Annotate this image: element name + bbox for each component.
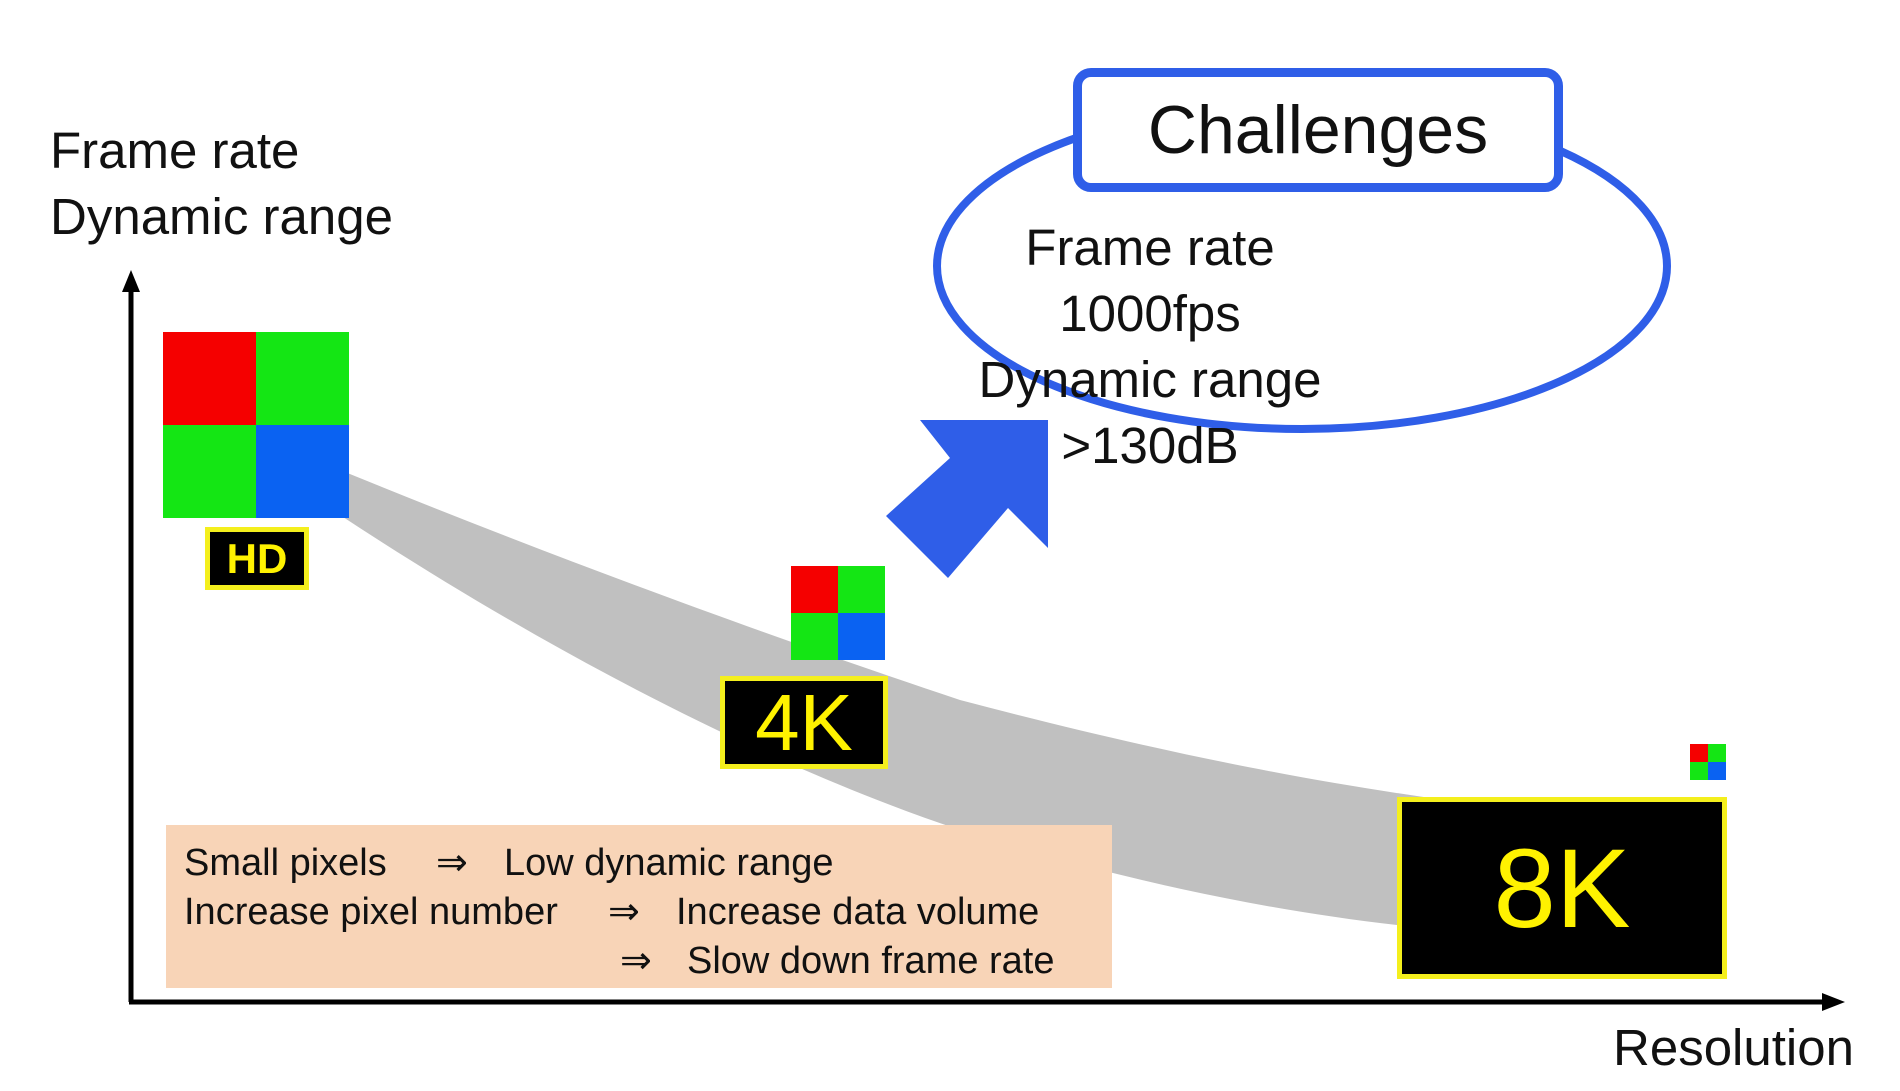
y-axis-label: Frame rate Dynamic range	[50, 118, 393, 250]
note-row-1: Small pixels ⇒ Low dynamic range	[184, 839, 1112, 888]
trend-band	[340, 470, 1445, 930]
y-axis-label-line2: Dynamic range	[50, 188, 393, 245]
hd-pixel-icon	[163, 332, 349, 518]
note-arrow-2: ⇒	[608, 891, 640, 933]
x-axis-arrowhead	[1822, 993, 1845, 1011]
4k-pixel-icon	[791, 566, 885, 660]
note-row-2: Increase pixel number ⇒ Increase data vo…	[184, 888, 1112, 937]
note-line3-right: Slow down frame rate	[687, 940, 1055, 982]
note-line2-left: Increase pixel number	[184, 891, 558, 933]
note-line2-right: Increase data volume	[676, 891, 1040, 933]
8k-badge: 8K	[1397, 797, 1727, 979]
note-line1-right: Low dynamic range	[504, 842, 834, 884]
note-row-3: ⇒ Slow down frame rate	[184, 937, 1112, 986]
hd-badge: HD	[205, 527, 309, 590]
8k-pixel-icon	[1690, 744, 1726, 780]
note-arrow-3: ⇒	[620, 940, 652, 982]
challenges-title: Challenges	[1073, 68, 1563, 192]
challenge-line1: Frame rate 1000fps	[1025, 219, 1275, 342]
y-axis-arrowhead	[122, 270, 140, 292]
4k-badge: 4K	[720, 676, 888, 769]
challenge-line3: >130dB	[1061, 417, 1239, 474]
note-arrow-1: ⇒	[436, 842, 468, 884]
tradeoff-note: Small pixels ⇒ Low dynamic range Increas…	[166, 825, 1112, 988]
y-axis-label-line1: Frame rate	[50, 122, 300, 179]
challenges-body: Frame rate 1000fps Dynamic range >130dB	[935, 215, 1365, 479]
challenge-line2: Dynamic range	[978, 351, 1322, 408]
x-axis-label: Resolution	[1613, 1019, 1854, 1076]
note-line1-left: Small pixels	[184, 842, 387, 884]
up-right-arrow-icon	[886, 420, 1048, 578]
